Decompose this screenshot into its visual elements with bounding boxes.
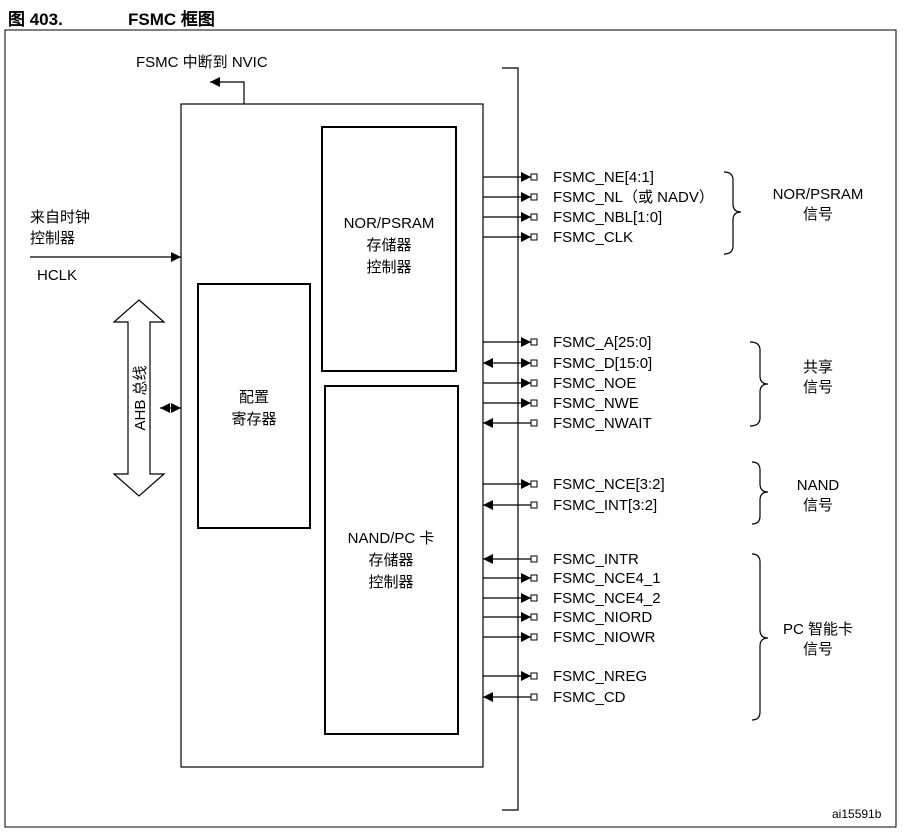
pin-square xyxy=(530,379,538,387)
clock-source-line2: 控制器 xyxy=(30,230,75,247)
nand-controller-line3: 控制器 xyxy=(368,574,413,591)
signal-name: FSMC_NWE xyxy=(553,395,639,412)
pin-square xyxy=(530,213,538,221)
nor-group-line1: NOR/PSRAM xyxy=(773,186,864,203)
shared-group-line1: 共享 xyxy=(803,359,833,376)
signal-name: FSMC_A[25:0] xyxy=(553,334,651,351)
signal-name: FSMC_NOE xyxy=(553,375,636,392)
signal-16: FSMC_NREG xyxy=(483,668,647,685)
pin-square xyxy=(530,173,538,181)
pc-card-group-line2: 信号 xyxy=(803,641,833,658)
pin-square xyxy=(530,613,538,621)
signal-5: FSMC_D[15:0] xyxy=(483,355,652,372)
nand-controller-line2: 存储器 xyxy=(368,552,413,569)
signal-name: FSMC_D[15:0] xyxy=(553,355,652,372)
signal-8: FSMC_NWAIT xyxy=(483,415,652,432)
signal-name: FSMC_NIORD xyxy=(553,609,652,626)
ahb-bus-arrow xyxy=(112,299,166,497)
config-register-line2: 寄存器 xyxy=(231,410,276,428)
pin-bracket xyxy=(502,67,519,811)
signal-name: FSMC_NIOWR xyxy=(553,629,656,646)
nand-group-line2: 信号 xyxy=(803,497,833,514)
pin-square xyxy=(530,594,538,602)
config-register-block xyxy=(197,283,311,529)
pin-square xyxy=(530,574,538,582)
pin-square xyxy=(530,633,538,641)
signal-name: FSMC_CLK xyxy=(553,229,633,246)
signals-layer: FSMC_NE[4:1] FSMC_NL（或 NADV） FSMC_NBL[1:0]… xyxy=(483,169,714,706)
footnote: ai15591b xyxy=(832,807,882,821)
outer-frame xyxy=(4,29,897,828)
shared-group-line2: 信号 xyxy=(803,379,833,396)
signal-name: FSMC_NBL[1:0] xyxy=(553,209,662,226)
signal-12: FSMC_NCE4_1 xyxy=(483,570,661,587)
signal-9: FSMC_NCE[3:2] xyxy=(483,476,665,493)
signal-10: FSMC_INT[3:2] xyxy=(483,497,657,514)
signal-name: FSMC_NCE4_1 xyxy=(553,570,661,587)
signal-name: FSMC_NWAIT xyxy=(553,415,652,432)
signal-14: FSMC_NIORD xyxy=(483,609,652,626)
config-register-line1: 配置 xyxy=(239,389,269,406)
shared-signals-brace xyxy=(749,341,769,427)
signal-3: FSMC_CLK xyxy=(483,229,633,246)
signal-2: FSMC_NBL[1:0] xyxy=(483,209,662,226)
figure-title: 图 403. FSMC 框图 xyxy=(8,5,215,30)
signal-name: FSMC_NL（或 NADV） xyxy=(553,189,714,206)
pin-square xyxy=(530,501,538,509)
clock-source-line1: 来自时钟 xyxy=(30,209,90,226)
nand-group-line1: NAND xyxy=(797,477,840,494)
nor-controller-line3: 控制器 xyxy=(366,259,411,276)
hclk-label: HCLK xyxy=(37,267,77,284)
signal-15: FSMC_NIOWR xyxy=(483,629,656,646)
figure-caption: FSMC 框图 xyxy=(128,10,215,29)
pin-square xyxy=(530,693,538,701)
pin-square xyxy=(530,672,538,680)
pc-card-group-line1: PC 智能卡 xyxy=(783,620,853,638)
nor-controller-line1: NOR/PSRAM xyxy=(344,215,435,232)
interrupt-arrow xyxy=(210,77,245,104)
nor-group-line2: 信号 xyxy=(803,206,833,223)
signal-name: FSMC_NCE4_2 xyxy=(553,590,661,607)
ahb-bus-label: AHB 总线 xyxy=(132,365,149,430)
pin-square xyxy=(530,419,538,427)
signal-0: FSMC_NE[4:1] xyxy=(483,169,654,186)
nand-controller-line1: NAND/PC 卡 xyxy=(348,530,435,547)
signal-name: FSMC_NE[4:1] xyxy=(553,169,654,186)
signal-name: FSMC_INT[3:2] xyxy=(553,497,657,514)
signal-7: FSMC_NWE xyxy=(483,395,639,412)
pin-square xyxy=(530,555,538,563)
nor-controller-line2: 存储器 xyxy=(366,237,411,254)
signal-name: FSMC_NREG xyxy=(553,668,647,685)
pin-square xyxy=(530,193,538,201)
signal-11: FSMC_INTR xyxy=(483,551,639,568)
pin-square xyxy=(530,359,538,367)
signal-6: FSMC_NOE xyxy=(483,375,636,392)
signal-name: FSMC_NCE[3:2] xyxy=(553,476,665,493)
nand-pc-controller-block xyxy=(324,385,459,735)
signal-1: FSMC_NL（或 NADV） xyxy=(483,189,714,206)
nor-psram-controller-block xyxy=(321,126,457,372)
nor-signals-brace xyxy=(723,171,742,255)
signal-17: FSMC_CD xyxy=(483,689,626,706)
pin-square xyxy=(530,480,538,488)
pin-square xyxy=(530,399,538,407)
nand-signals-brace xyxy=(751,461,769,525)
pin-square xyxy=(530,338,538,346)
pin-square xyxy=(530,233,538,241)
signal-13: FSMC_NCE4_2 xyxy=(483,590,661,607)
signal-4: FSMC_A[25:0] xyxy=(483,334,651,351)
signal-name: FSMC_INTR xyxy=(553,551,639,568)
pc-card-signals-brace xyxy=(751,553,769,721)
figure-number: 图 403. xyxy=(8,10,63,29)
interrupt-label: FSMC 中断到 NVIC xyxy=(136,54,268,71)
signal-name: FSMC_CD xyxy=(553,689,626,706)
